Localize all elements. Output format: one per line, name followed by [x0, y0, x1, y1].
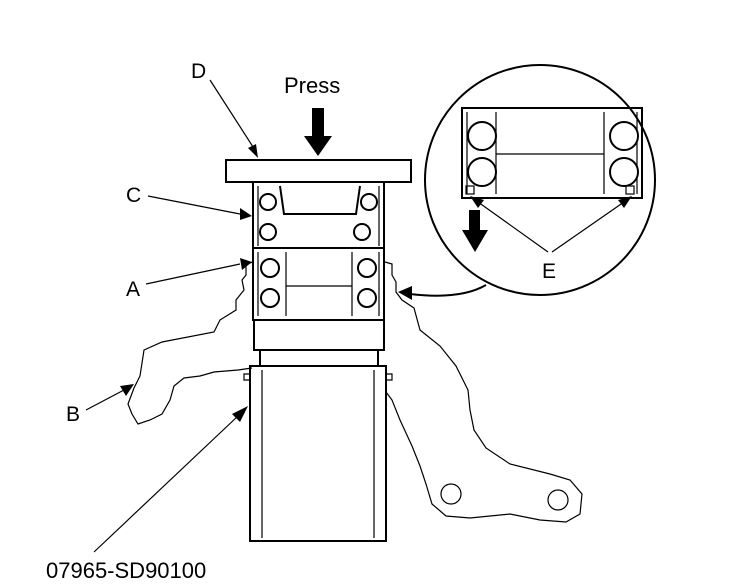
hub-bearing: [252, 247, 385, 321]
lower-fixture-block: [253, 319, 385, 351]
detail-connector-head: [398, 286, 412, 300]
press-label: Press: [284, 73, 340, 98]
press-plate: [225, 159, 412, 183]
label-e: E: [542, 260, 556, 283]
detail-connector: [409, 284, 487, 297]
knuckle-outline: [127, 261, 583, 523]
leader-lines: [85, 79, 632, 553]
detail-magnifier: [424, 64, 656, 296]
support-tool: [243, 365, 393, 542]
label-d: D: [191, 60, 206, 83]
press-arrow: [304, 108, 332, 156]
upper-bearing-driver: [252, 181, 385, 249]
label-a: A: [126, 278, 140, 301]
label-b: B: [66, 403, 80, 426]
tool-number-label: 07965-SD90100: [46, 558, 206, 583]
label-c: C: [126, 184, 141, 207]
fixture-neck: [259, 349, 379, 367]
